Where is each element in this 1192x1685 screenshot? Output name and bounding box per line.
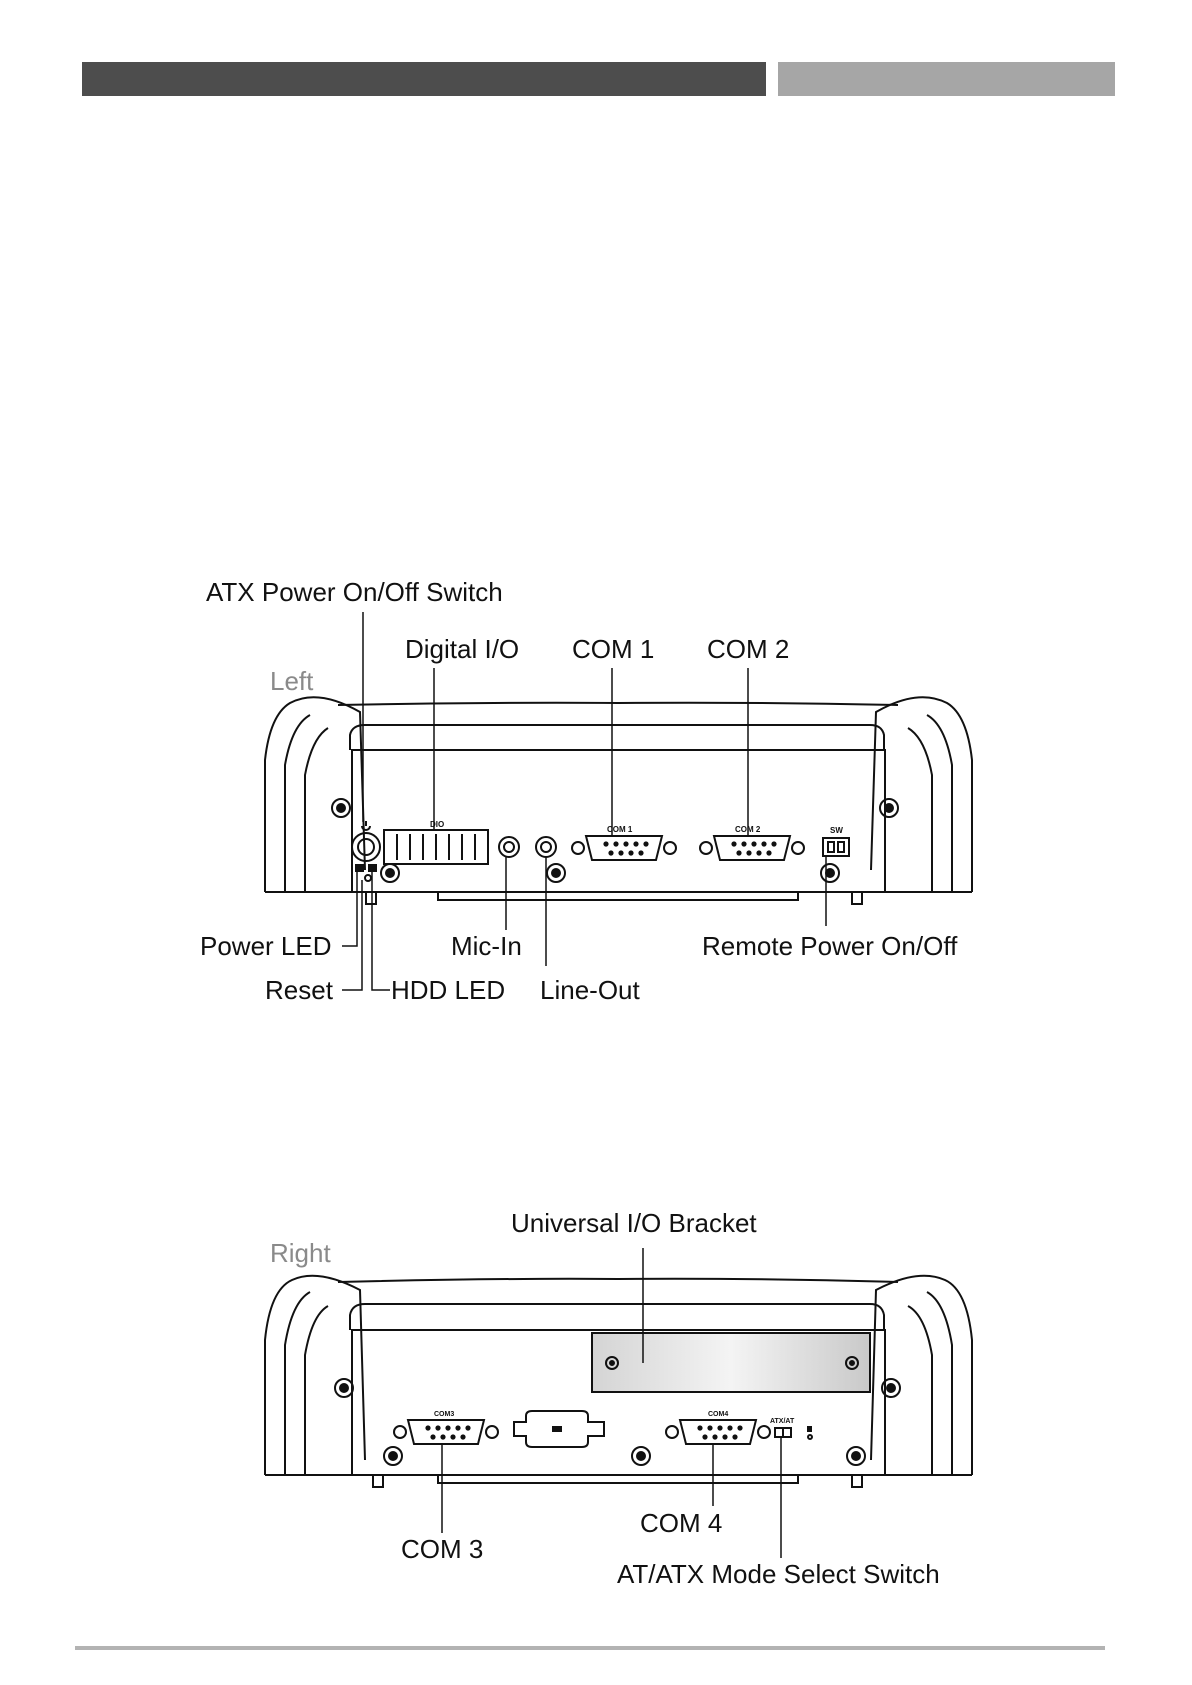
callout-atx-power-switch: ATX Power On/Off Switch	[206, 577, 503, 607]
side-label-left: Left	[270, 666, 313, 696]
callout-power-led: Power LED	[200, 931, 332, 961]
callout-mic-in: Mic-In	[451, 931, 522, 961]
callout-com1: COM 1	[572, 634, 654, 664]
left-view-drawing: DIO COM 1 COM 2 SW	[0, 560, 1192, 1020]
callout-hdd-led: HDD LED	[391, 975, 505, 1005]
panel-label-sw: SW	[830, 826, 843, 835]
callout-remote-power: Remote Power On/Off	[702, 931, 957, 961]
header-band-dark	[82, 62, 766, 96]
right-view-figure: COM3 COM4 ATX/AT Right Universal I/O Bra…	[0, 1190, 1192, 1610]
callout-reset: Reset	[265, 975, 333, 1005]
callout-digital-io: Digital I/O	[405, 634, 519, 664]
callout-at-atx-mode-switch: AT/ATX Mode Select Switch	[617, 1559, 940, 1589]
panel-label-atx-at: ATX/AT	[770, 1418, 795, 1425]
header-band-light	[778, 62, 1115, 96]
right-view-drawing: COM3 COM4 ATX/AT	[0, 1190, 1192, 1610]
panel-label-com3: COM3	[434, 1411, 454, 1418]
callout-universal-io-bracket: Universal I/O Bracket	[511, 1208, 757, 1238]
side-label-right: Right	[270, 1238, 331, 1268]
panel-label-com4: COM4	[708, 1411, 728, 1418]
panel-label-com1: COM 1	[607, 825, 633, 834]
callout-line-out: Line-Out	[540, 975, 640, 1005]
panel-label-com2: COM 2	[735, 825, 761, 834]
callout-com4: COM 4	[640, 1508, 722, 1538]
callout-com2: COM 2	[707, 634, 789, 664]
callout-com3: COM 3	[401, 1534, 483, 1564]
footer-rule	[75, 1646, 1105, 1650]
left-view-figure: DIO COM 1 COM 2 SW Left ATX Power On/Off…	[0, 560, 1192, 1020]
panel-label-dio: DIO	[430, 820, 444, 829]
